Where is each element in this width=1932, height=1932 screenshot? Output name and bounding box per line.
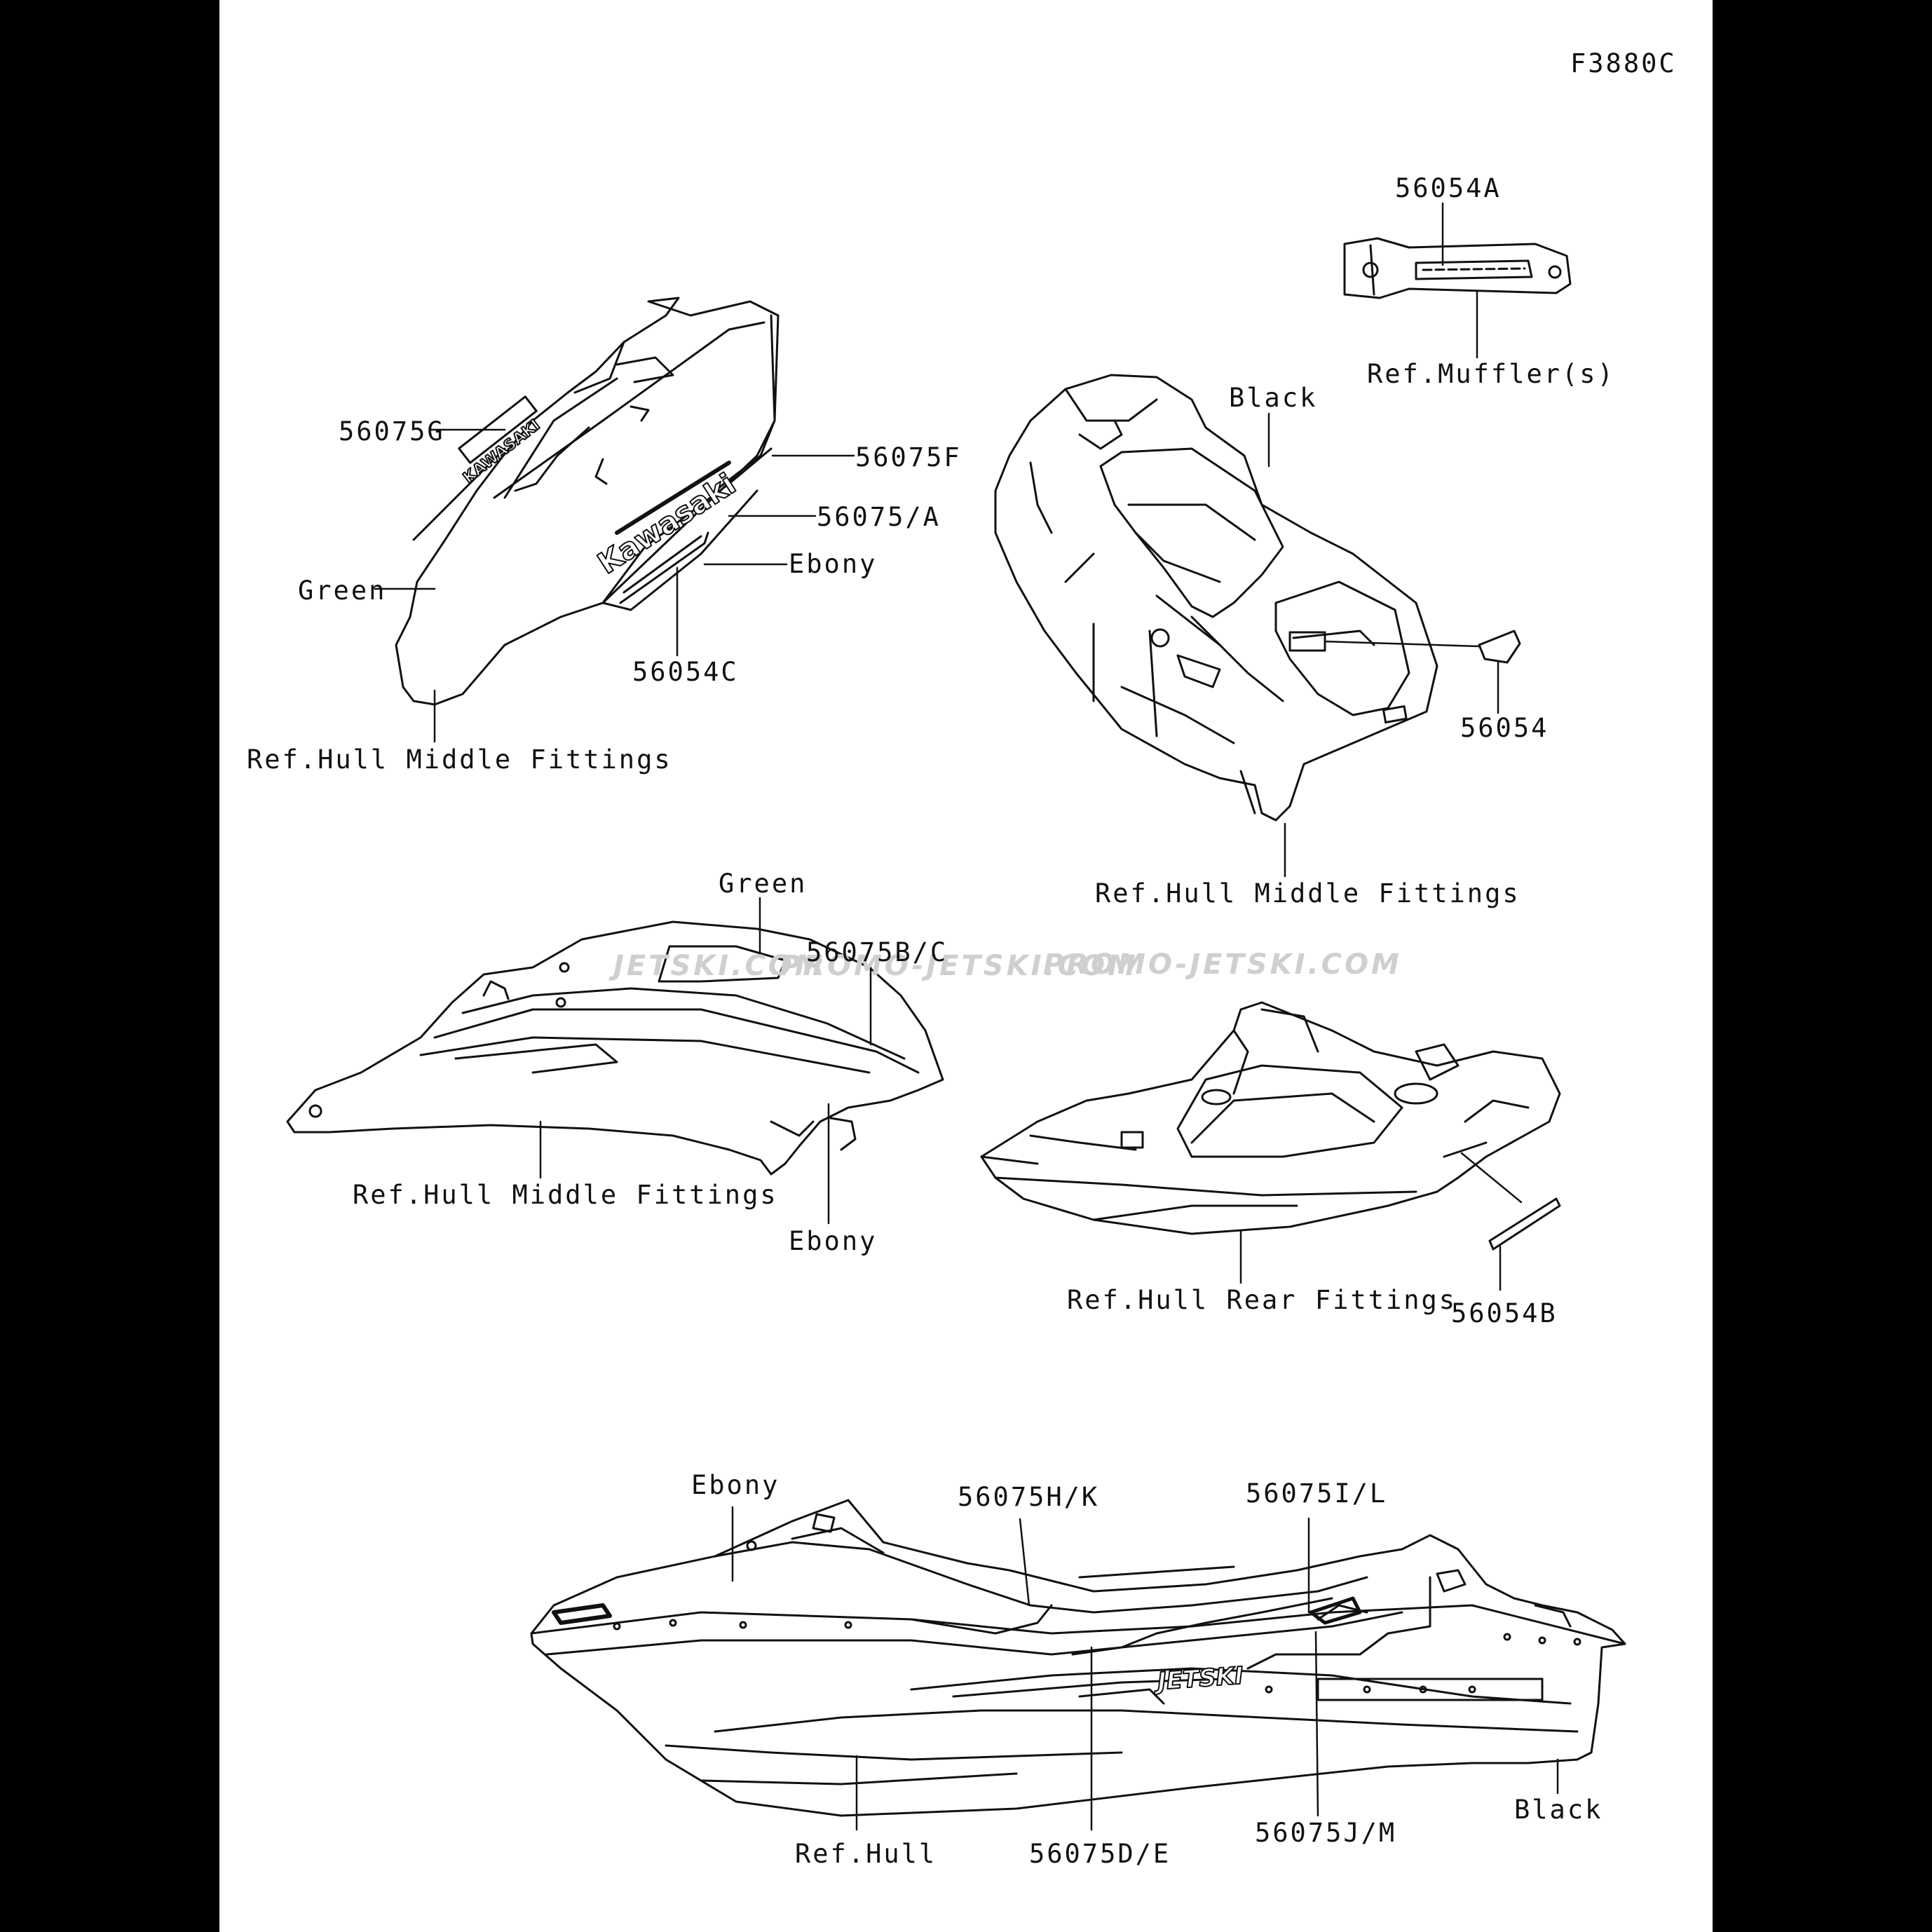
front-hood-drawing <box>395 297 780 706</box>
label-56075bc: 56075B/C <box>806 937 948 967</box>
label-green-2: Green <box>719 869 808 899</box>
label-56075f: 56075F <box>855 442 962 472</box>
label-ref-hull-rear: Ref.Hull Rear Fittings <box>1067 1285 1457 1315</box>
full-craft-drawing <box>530 1499 1626 1817</box>
label-ebony-2: Ebony <box>789 1226 878 1256</box>
label-ref-hull: Ref.Hull <box>795 1839 937 1869</box>
leader-lines <box>374 202 1559 1831</box>
label-56054c: 56054C <box>632 657 739 687</box>
label-56075il: 56075I/L <box>1246 1478 1388 1509</box>
side-badge-logo: KAWASAKI <box>460 416 543 487</box>
label-ref-hull-middle-2: Ref.Hull Middle Fittings <box>1095 878 1521 909</box>
label-ref-mufflers: Ref.Muffler(s) <box>1367 359 1615 389</box>
label-56075jm: 56075J/M <box>1255 1818 1397 1848</box>
figure-code: F3880C <box>1570 48 1677 79</box>
label-ebony-3: Ebony <box>691 1470 780 1500</box>
hull-middle-side-drawing <box>286 920 944 1176</box>
label-ref-hull-middle-3: Ref.Hull Middle Fittings <box>353 1180 778 1210</box>
label-green-1: Green <box>298 576 387 606</box>
label-56075a: 56075/A <box>817 502 941 532</box>
label-black-1: Black <box>1229 383 1318 413</box>
label-black-2: Black <box>1514 1795 1603 1825</box>
watermark-2: PROMO-JETSKI.COM <box>780 950 1138 982</box>
label-56075de: 56075D/E <box>1029 1839 1171 1869</box>
label-56054: 56054 <box>1460 713 1549 743</box>
watermark-3: PROMO-JETSKI.COM <box>1043 948 1402 981</box>
decal-56054b-drawing <box>1488 1197 1561 1251</box>
hull-middle-drawing <box>994 374 1438 822</box>
label-56075g: 56075G <box>339 416 445 447</box>
decal-56054-drawing <box>1478 630 1521 664</box>
label-56054a: 56054A <box>1395 173 1502 203</box>
label-56075hk: 56075H/K <box>958 1482 1100 1512</box>
label-ref-hull-middle-1: Ref.Hull Middle Fittings <box>247 744 672 775</box>
hull-rear-drawing <box>980 1001 1561 1235</box>
diagram-sheet <box>219 0 1713 1932</box>
label-ebony-1: Ebony <box>789 549 878 579</box>
jetski-logo: JETSKI <box>1152 1662 1244 1696</box>
label-56054b: 56054B <box>1451 1298 1558 1328</box>
watermark-1: JETSKI.COM <box>613 950 826 982</box>
muffler-cover-drawing <box>1343 237 1572 299</box>
